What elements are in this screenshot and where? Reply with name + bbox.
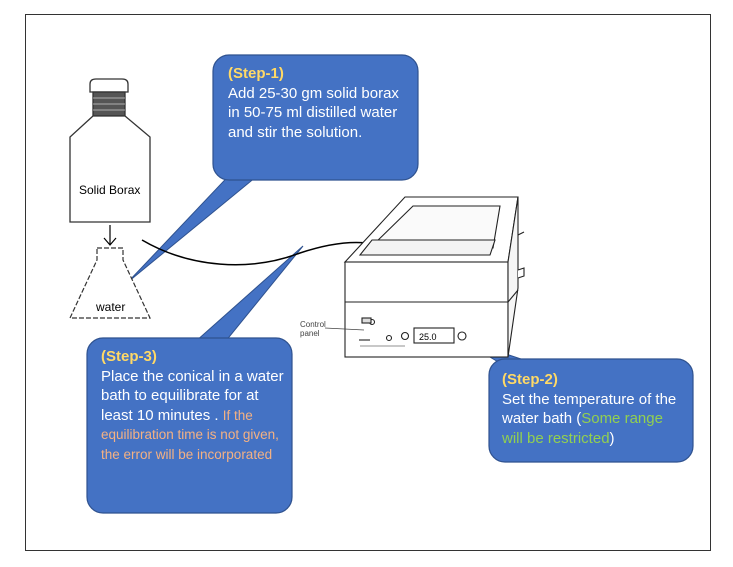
control-panel-leader	[324, 327, 365, 331]
step1-text: Add 25-30 gm solid borax in 50-75 ml dis…	[228, 84, 399, 141]
step3-callout: (Step-3) Place the conical in a water ba…	[101, 347, 284, 464]
step2-callout-box	[488, 358, 694, 463]
water-bath	[343, 196, 525, 358]
step2-text-end: )	[609, 429, 615, 447]
bath-display-value: 25.0	[419, 332, 437, 342]
step3-note: If the equilibration time is not given, …	[101, 407, 279, 462]
step2-text: Set the temperature of the water bath (	[502, 390, 677, 428]
conical-flask	[69, 247, 151, 319]
step1-callout-box	[212, 54, 419, 181]
step1-title: (Step-1)	[228, 65, 284, 82]
step3-callout-box	[86, 337, 293, 514]
step2-title: (Step-2)	[502, 371, 558, 388]
step1-callout: (Step-1) Add 25-30 gm solid borax in 50-…	[228, 64, 408, 142]
borax-bottle	[69, 78, 151, 223]
pour-arrow	[103, 225, 117, 246]
step3-title: (Step-3)	[101, 348, 157, 365]
step3-pointer	[193, 245, 304, 343]
bottle-neck-pattern	[93, 97, 125, 111]
bottle-label: Solid Borax	[79, 183, 140, 197]
control-panel-label-line2: panel	[300, 329, 320, 338]
step2-highlight: Some range will be restricted	[502, 410, 663, 447]
step3-text: Place the conical in a water bath to equ…	[101, 367, 284, 424]
step2-callout: (Step-2) Set the temperature of the wate…	[502, 370, 686, 448]
flask-label: water	[95, 300, 125, 314]
control-panel-label: Control	[300, 320, 326, 329]
